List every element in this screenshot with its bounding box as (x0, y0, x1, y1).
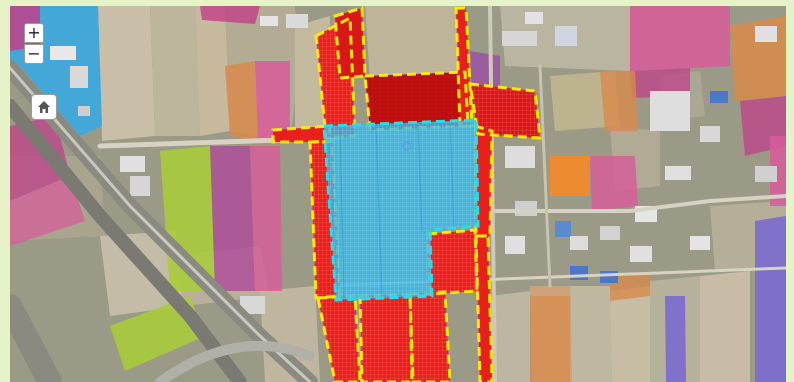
home-button[interactable] (31, 94, 57, 120)
roads (10, 6, 786, 382)
selected-area[interactable] (322, 118, 480, 302)
home-icon (38, 101, 50, 113)
map-view[interactable]: + − (10, 6, 786, 382)
buildings (50, 12, 777, 314)
colored-parcels (10, 6, 786, 382)
selection-marker (402, 141, 412, 151)
aerial-map[interactable] (10, 6, 786, 382)
zoom-out-button[interactable]: − (24, 44, 44, 64)
highlighted-parcels (273, 8, 540, 382)
zoom-in-button[interactable]: + (24, 23, 44, 43)
